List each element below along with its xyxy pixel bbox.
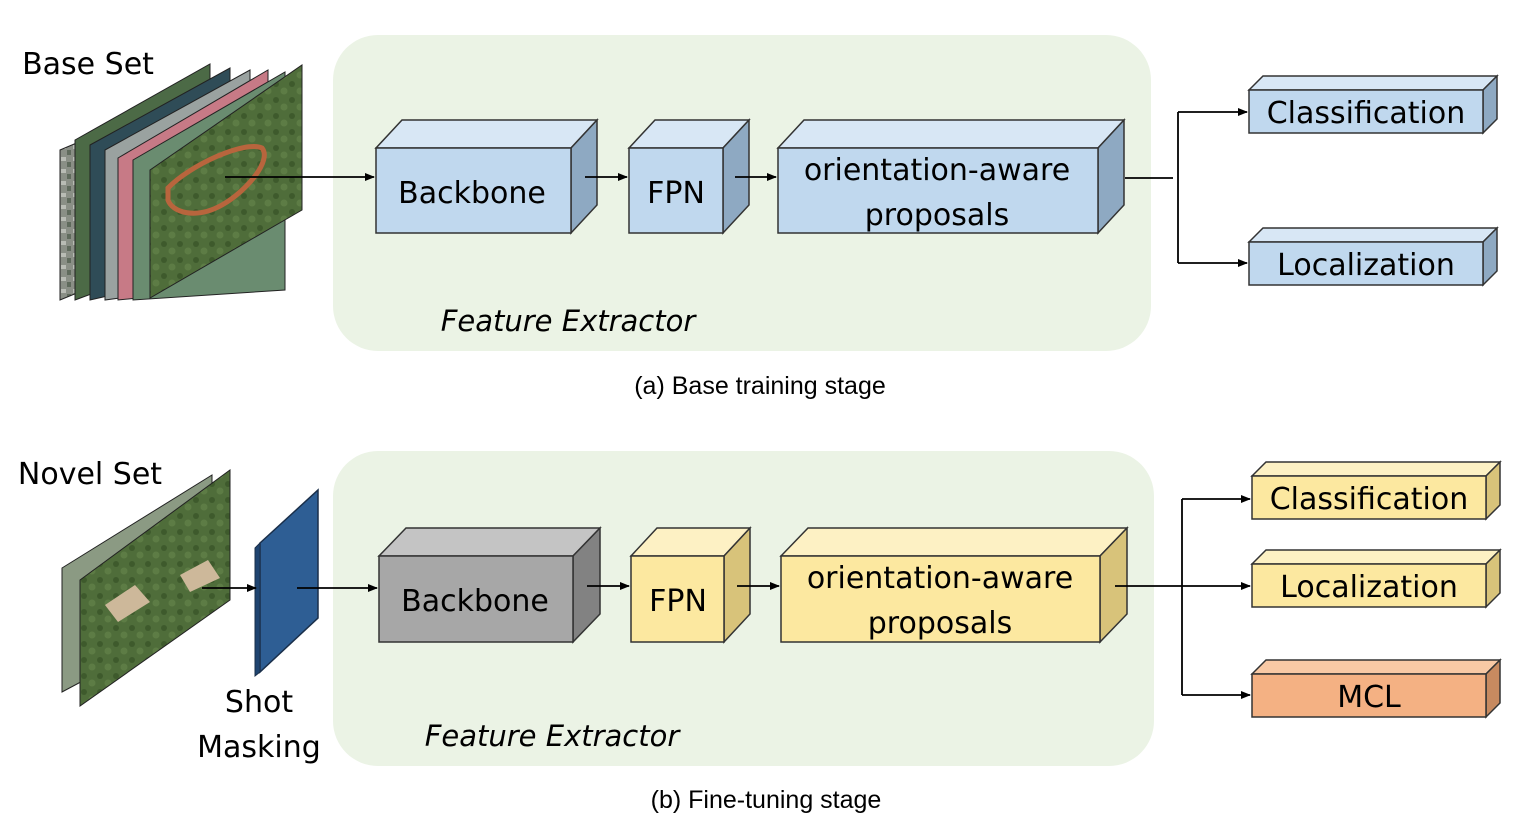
backbone-block-b: Backbone bbox=[377, 526, 602, 644]
classification-head-b: Classification bbox=[1250, 460, 1502, 521]
caption-a: (a) Base training stage bbox=[634, 372, 886, 400]
stage-a: Base Set Feature Extractor Backbone bbox=[22, 35, 1499, 400]
classification-label-b: Classification bbox=[1270, 482, 1469, 517]
proposals-block-a: orientation-aware proposals bbox=[776, 118, 1126, 235]
base-set-label: Base Set bbox=[22, 47, 154, 82]
proposals-line1-b: orientation-aware bbox=[807, 561, 1073, 596]
proposals-line1-a: orientation-aware bbox=[804, 153, 1070, 188]
fpn-label-a: FPN bbox=[647, 176, 705, 211]
localization-label-a: Localization bbox=[1277, 248, 1455, 283]
novel-set-front-image bbox=[79, 469, 231, 707]
base-set-front-image bbox=[149, 64, 303, 299]
backbone-label-b: Backbone bbox=[401, 584, 549, 619]
shot-masking-line2: Masking bbox=[197, 730, 321, 765]
localization-head-a: Localization bbox=[1247, 226, 1499, 287]
novel-set-image-stack bbox=[61, 469, 231, 707]
base-set-image-stack bbox=[59, 63, 303, 301]
classification-label-a: Classification bbox=[1267, 96, 1466, 131]
shot-masking-block bbox=[254, 488, 319, 678]
backbone-label-a: Backbone bbox=[398, 176, 546, 211]
proposals-line2-a: proposals bbox=[865, 198, 1009, 233]
feature-extractor-label-b: Feature Extractor bbox=[425, 719, 682, 753]
mcl-label-b: MCL bbox=[1337, 680, 1401, 715]
shot-masking-line1: Shot bbox=[225, 685, 293, 720]
fpn-block-b: FPN bbox=[629, 526, 752, 644]
localization-label-b: Localization bbox=[1280, 570, 1458, 605]
feature-extractor-label-a: Feature Extractor bbox=[441, 304, 698, 338]
proposals-line2-b: proposals bbox=[868, 606, 1012, 641]
mcl-head-b: MCL bbox=[1250, 658, 1502, 719]
arrow-proposals-to-heads-b bbox=[1115, 495, 1251, 699]
classification-head-a: Classification bbox=[1247, 74, 1499, 135]
fpn-block-a: FPN bbox=[627, 118, 751, 235]
arrow-proposals-to-heads-a bbox=[1125, 108, 1248, 267]
caption-b: (b) Fine-tuning stage bbox=[651, 786, 882, 814]
backbone-block-a: Backbone bbox=[374, 118, 599, 235]
localization-head-b: Localization bbox=[1250, 548, 1502, 609]
proposals-block-b: orientation-aware proposals bbox=[779, 526, 1129, 644]
fpn-label-b: FPN bbox=[649, 584, 707, 619]
stage-b: Novel Set Shot Masking Feature Extractor… bbox=[18, 451, 1502, 814]
novel-set-label: Novel Set bbox=[18, 457, 162, 492]
